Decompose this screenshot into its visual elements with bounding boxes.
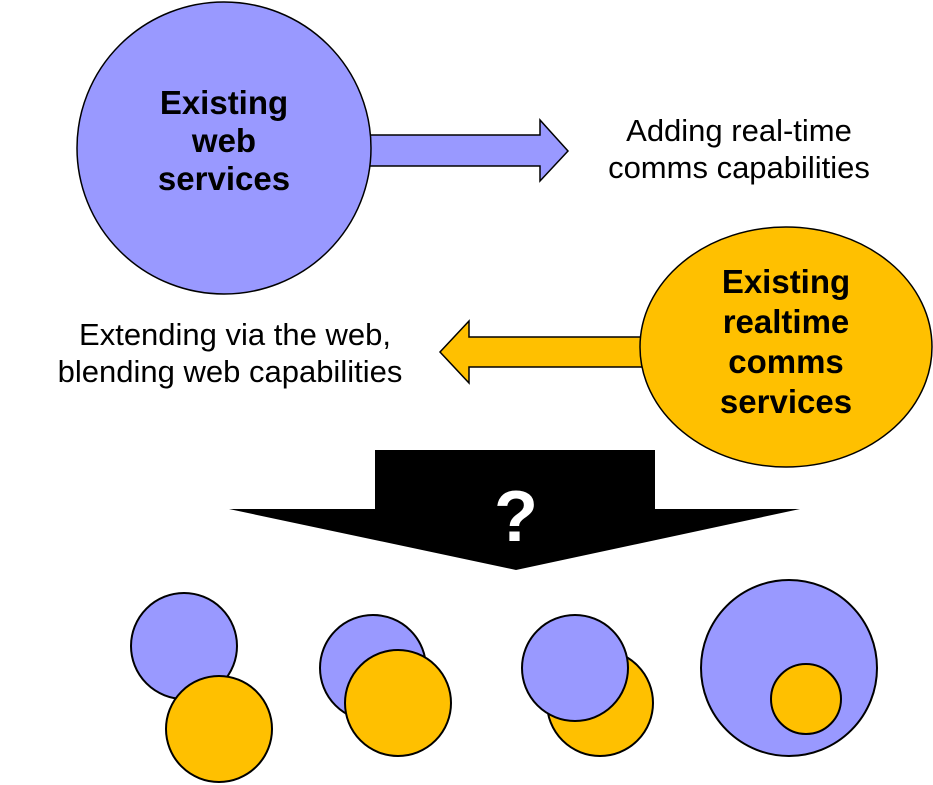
left-arrow bbox=[438, 319, 646, 385]
right-arrow-caption-line: comms capabilities bbox=[608, 150, 870, 185]
outcome-separate-touching bbox=[130, 592, 273, 783]
outcome-1-realtime-circle bbox=[165, 675, 273, 783]
right-arrow-caption-line: Adding real-time bbox=[626, 113, 852, 148]
left-arrow-caption-line: blending web capabilities bbox=[57, 354, 403, 389]
web-services-label: Existing web services bbox=[124, 84, 324, 198]
left-arrow-caption: Extending via the web, blending web capa… bbox=[0, 316, 460, 390]
left-arrow-caption-line: Extending via the web, bbox=[79, 317, 391, 352]
outcome-realtime-inside-web bbox=[700, 579, 878, 757]
web-services-label-line: Existing bbox=[159, 84, 289, 121]
question-mark-label: ? bbox=[494, 477, 538, 557]
outcome-realtime-overlaps-web bbox=[319, 614, 452, 757]
outcome-4-realtime-circle bbox=[770, 663, 842, 735]
realtime-comms-label: Existing realtime comms services bbox=[676, 262, 896, 422]
outcome-3-web-circle bbox=[521, 614, 629, 722]
web-services-label-line: web bbox=[191, 122, 257, 159]
right-arrow bbox=[364, 118, 570, 183]
realtime-comms-label-line: realtime bbox=[722, 303, 850, 340]
down-arrow bbox=[229, 450, 800, 570]
right-arrow-caption: Adding real-time comms capabilities bbox=[574, 112, 904, 186]
realtime-comms-label-line: comms bbox=[728, 343, 844, 380]
web-services-label-line: services bbox=[157, 160, 291, 197]
web-services-circle bbox=[76, 1, 372, 295]
outcome-2-realtime-circle bbox=[344, 649, 452, 757]
realtime-comms-label-line: Existing bbox=[721, 263, 851, 300]
outcome-web-overlaps-realtime bbox=[521, 614, 654, 757]
realtime-comms-label-line: services bbox=[719, 383, 853, 420]
realtime-comms-circle bbox=[639, 226, 933, 468]
